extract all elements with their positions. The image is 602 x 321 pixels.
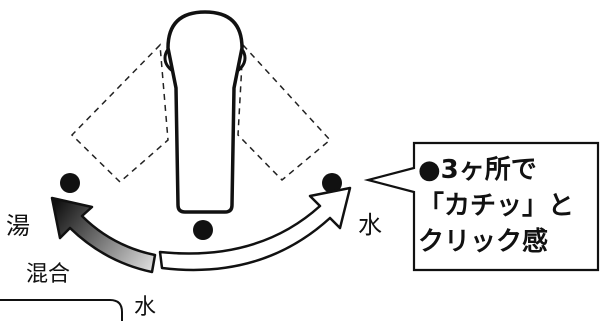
faucet-lever-icon xyxy=(163,10,247,214)
detent-dot-right xyxy=(322,173,342,193)
callout-box xyxy=(363,141,600,272)
lever-right-position-outline xyxy=(237,43,332,182)
label-mixed: 混合 xyxy=(26,262,71,287)
callout-text: ●3ヶ所で 「カチッ」と クリック感 xyxy=(418,152,596,260)
detent-dot-center xyxy=(193,220,213,240)
detent-dot-left xyxy=(60,173,80,193)
label-cold-bottom: 水 xyxy=(134,295,157,320)
lever-left-position-outline xyxy=(70,43,169,184)
label-cold-right: 水 xyxy=(358,211,382,239)
label-hot: 湯 xyxy=(6,212,30,240)
callout-line-1: ●3ヶ所で xyxy=(418,155,537,185)
callout-line-3: クリック感 xyxy=(418,227,549,257)
hot-direction-arrow xyxy=(50,196,157,274)
lower-callout-partial xyxy=(0,299,123,321)
callout-line-2: 「カチッ」と xyxy=(418,191,575,221)
cold-direction-arrow xyxy=(158,186,352,272)
